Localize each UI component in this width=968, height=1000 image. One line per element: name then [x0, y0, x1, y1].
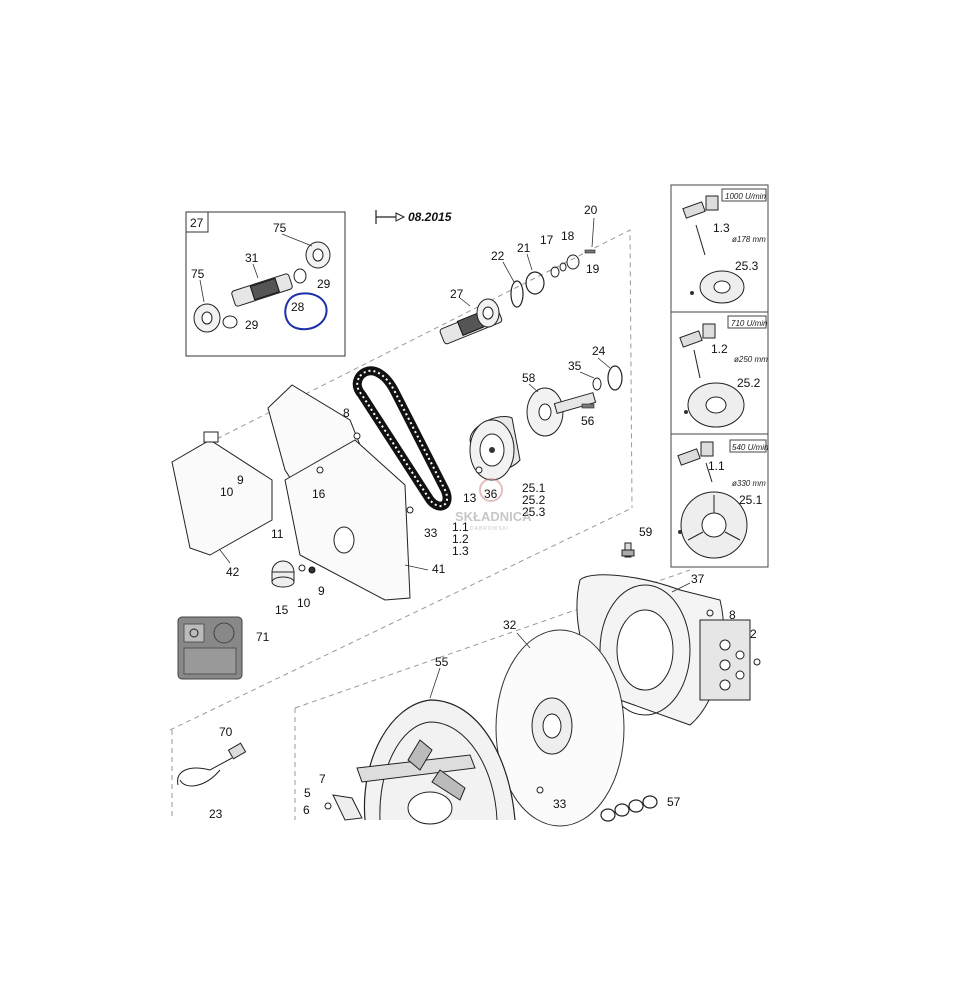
inset-part-29-right: 29	[317, 277, 331, 291]
callout-19: 19	[586, 262, 600, 276]
fan-wheel-55	[356, 667, 516, 825]
inset-part-29-bottom: 29	[245, 318, 259, 332]
variant-box-1000: 1000 U/min 1.3 ø178 mm 25.3	[670, 184, 769, 313]
callout-25-2: 25.2	[522, 493, 546, 507]
callout-18: 18	[561, 229, 575, 243]
callout-8-right: 8	[729, 608, 736, 622]
callout-41: 41	[432, 562, 446, 576]
callout-56: 56	[581, 414, 595, 428]
variant-540-dia: ø330 mm	[732, 479, 766, 488]
callout-33-top: 33	[424, 526, 438, 540]
inset-box-27: 27 75 31 75 29 28 29	[185, 211, 346, 357]
callout-22: 22	[491, 249, 505, 263]
variant-710-dia: ø250 mm	[734, 355, 768, 364]
variant-540-part: 25.1	[739, 493, 763, 507]
callout-25-1: 25.1	[522, 481, 546, 495]
speed-sensor-70	[177, 742, 247, 787]
callout-20: 20	[584, 203, 598, 217]
bearing-rings-57	[536, 786, 658, 822]
inset-part-75-top: 75	[273, 221, 287, 235]
drive-belt	[352, 366, 452, 511]
callout-70: 70	[219, 725, 233, 739]
variant-1000-shaft: 1.3	[713, 221, 730, 235]
watermark-sub: DABROWSKI	[470, 526, 510, 532]
pulley-25	[469, 416, 521, 481]
cap-15	[271, 560, 316, 588]
variant-540-shaft: 1.1	[708, 459, 725, 473]
mounting-plate	[324, 794, 363, 821]
callout-6: 6	[303, 803, 310, 817]
callout-71: 71	[256, 630, 270, 644]
inset-box-label: 27	[190, 216, 204, 230]
callout-2: 2	[750, 627, 757, 641]
callout-59: 59	[639, 525, 653, 539]
fan-disc-32	[495, 629, 625, 827]
callout-55: 55	[435, 655, 449, 669]
callout-15: 15	[275, 603, 289, 617]
variant-710-part: 25.2	[737, 376, 761, 390]
inset-part-28: 28	[291, 300, 305, 314]
callout-9-top: 9	[237, 473, 244, 487]
callout-33-bottom: 33	[553, 797, 567, 811]
callout-24: 24	[592, 344, 606, 358]
callout-1-2: 1.2	[452, 532, 469, 546]
input-shaft-assembly	[439, 217, 596, 345]
watermark-logo: SKŁADNICA DABROWSKI	[455, 478, 532, 532]
callout-7: 7	[319, 772, 326, 786]
belt-guard-panels	[171, 384, 414, 601]
watermark-brand: SKŁADNICA	[455, 509, 532, 524]
callout-9-bottom: 9	[318, 584, 325, 598]
variant-box-710: 710 U/min 1.2 ø250 mm 25.2	[670, 311, 769, 435]
callout-1-3: 1.3	[452, 544, 469, 558]
dashed-assembly-outlines	[169, 229, 691, 820]
callout-10-bottom: 10	[297, 596, 311, 610]
callout-17: 17	[540, 233, 554, 247]
variant-1000-dia: ø178 mm	[732, 235, 766, 244]
callout-58: 58	[522, 371, 536, 385]
warning-sticker-71	[177, 616, 243, 680]
callout-16: 16	[312, 487, 326, 501]
callout-8-top: 8	[343, 406, 350, 420]
variant-box-540: 540 U/min 1.1 ø330 mm 25.1	[670, 433, 769, 568]
callout-5: 5	[304, 786, 311, 800]
callout-25-3: 25.3	[522, 505, 546, 519]
callout-13: 13	[463, 491, 477, 505]
callout-11: 11	[271, 527, 284, 541]
inset-part-75-left: 75	[191, 267, 205, 281]
version-marker: 08.2015	[375, 210, 452, 224]
callout-57: 57	[667, 795, 681, 809]
callout-23: 23	[209, 807, 223, 821]
callout-1-1: 1.1	[452, 520, 469, 534]
variant-540-speed: 540 U/min	[732, 443, 769, 452]
inset-part-31: 31	[245, 251, 259, 265]
callout-35: 35	[568, 359, 582, 373]
callout-36: 36	[484, 487, 498, 501]
version-note: 08.2015	[408, 210, 452, 224]
variant-710-speed: 710 U/min	[731, 319, 768, 328]
variant-710-shaft: 1.2	[711, 342, 728, 356]
callout-37: 37	[691, 572, 705, 586]
variant-1000-part: 25.3	[735, 259, 759, 273]
output-shaft-assembly	[526, 357, 623, 437]
callout-32: 32	[503, 618, 517, 632]
highlight-circle	[284, 292, 328, 331]
sensor-59	[621, 542, 635, 558]
callout-42: 42	[226, 565, 240, 579]
callout-21: 21	[517, 241, 531, 255]
variant-1000-speed: 1000 U/min	[725, 192, 766, 201]
callout-10-top: 10	[220, 485, 234, 499]
callout-27: 27	[450, 287, 464, 301]
